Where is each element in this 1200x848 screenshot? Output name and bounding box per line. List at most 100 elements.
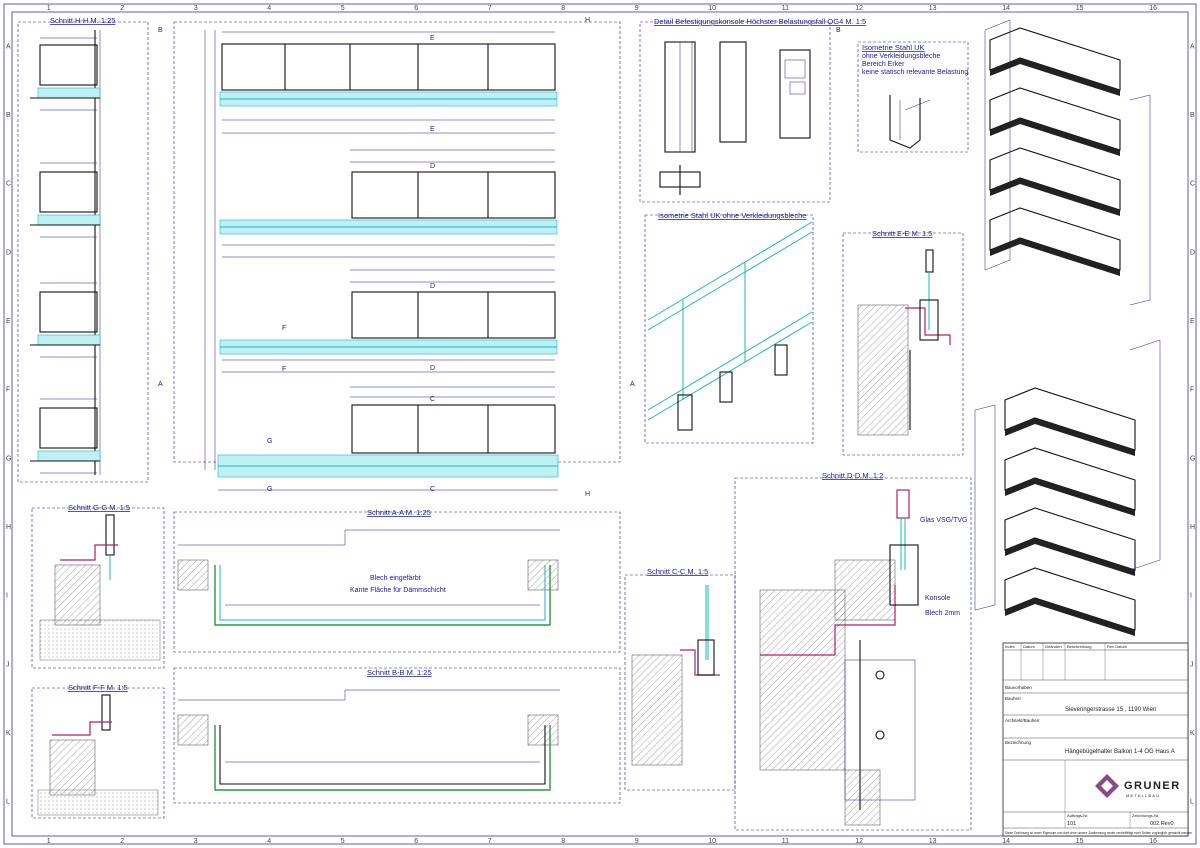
grid-col-14: 14 bbox=[1002, 838, 1010, 845]
svg-text:Schnitt C-C M. 1:5: Schnitt C-C M. 1:5 bbox=[647, 567, 708, 576]
svg-text:G: G bbox=[267, 486, 272, 493]
grid-col-7: 7 bbox=[488, 5, 492, 12]
grid-row-K: K bbox=[6, 730, 11, 737]
svg-text:Rev Datum: Rev Datum bbox=[1107, 644, 1128, 649]
iso-balcony-tier-2 bbox=[989, 87, 1121, 151]
view-schnitt-aa: Schnitt A-A M. 1:25 Blech eingefärbt Kan… bbox=[173, 508, 621, 653]
svg-text:Schnitt G-G M. 1:5: Schnitt G-G M. 1:5 bbox=[68, 503, 130, 512]
view-title-schnitt-hh: Schnitt H-H M. 1:25 bbox=[50, 16, 115, 25]
grid-row-A: A bbox=[6, 43, 11, 50]
svg-text:Auftrags-Nr.: Auftrags-Nr. bbox=[1067, 813, 1088, 818]
view-schnitt-gg: Schnitt G-G M. 1:5 bbox=[31, 503, 165, 669]
title-address: Sieveringerstrasse 15 , 1190 Wien bbox=[1065, 707, 1156, 713]
elevation-floor-4: C C G G bbox=[217, 386, 559, 493]
grid-col-6: 6 bbox=[414, 838, 418, 845]
view-isometrie-erker: Isometrie Stahl UK ohne Verkleidungsblec… bbox=[857, 41, 968, 153]
view-schnitt-hh: Schnitt H-H M. 1:25 bbox=[17, 16, 163, 483]
hh-floor-1 bbox=[30, 30, 101, 475]
svg-text:C: C bbox=[430, 486, 435, 493]
view-balcony-elevations: E E D D D F bbox=[173, 17, 621, 498]
iso-balcony-tier-7 bbox=[1004, 507, 1136, 571]
grid-row-C: C bbox=[6, 181, 11, 188]
grid-row-I: I bbox=[6, 593, 8, 600]
hh-floor-4 bbox=[30, 398, 101, 474]
grid-row-C: C bbox=[1190, 181, 1195, 188]
iso-balcony-slab-4 bbox=[990, 238, 1120, 276]
grid-col-2: 2 bbox=[120, 838, 124, 845]
view-isometric-building-bottom bbox=[974, 339, 1161, 636]
company-logo: GRUNER METALLBAU bbox=[1095, 774, 1181, 798]
grid-row-D: D bbox=[1190, 249, 1195, 256]
grid-col-3: 3 bbox=[194, 838, 198, 845]
iso-balcony-tier-5 bbox=[1004, 387, 1136, 451]
svg-text:G: G bbox=[267, 438, 272, 445]
grid-col-5: 5 bbox=[341, 838, 345, 845]
iso-balcony-slab-3 bbox=[990, 178, 1120, 216]
auftrag-nr: 101 bbox=[1067, 821, 1076, 827]
iso-balcony-slab-7 bbox=[1005, 538, 1135, 576]
svg-text:Isometrie Stahl UK ohne Verkle: Isometrie Stahl UK ohne Verkleidungsblec… bbox=[658, 211, 806, 220]
iso-balcony-slab-2 bbox=[990, 118, 1120, 156]
svg-text:ohne Verkleidungsbleche: ohne Verkleidungsbleche bbox=[862, 53, 940, 60]
grid-col-1: 1 bbox=[47, 5, 51, 12]
grid-row-E: E bbox=[6, 318, 11, 325]
iso-balcony-tier-3 bbox=[989, 147, 1121, 211]
grid-col-16: 16 bbox=[1149, 838, 1157, 845]
grid-row-L: L bbox=[1190, 799, 1194, 806]
dd-label-konsole: Konsole bbox=[925, 595, 950, 602]
grid-row-B: B bbox=[1190, 112, 1195, 119]
grid-row-H: H bbox=[6, 524, 11, 531]
svg-text:Schnitt E-E M. 1:5: Schnitt E-E M. 1:5 bbox=[872, 229, 932, 238]
grid-row-K: K bbox=[1190, 730, 1195, 737]
svg-text:Bauherr: Bauherr bbox=[1005, 696, 1022, 701]
view-schnitt-bb: Schnitt B-B M. 1:25 bbox=[173, 667, 621, 804]
marker-a-right: A bbox=[630, 381, 635, 388]
view-schnitt-cc: Schnitt C-C M. 1:5 bbox=[624, 567, 736, 791]
svg-text:Bauvorhaben: Bauvorhaben bbox=[1005, 685, 1032, 690]
marker-b-detail: B bbox=[836, 27, 841, 34]
svg-text:Schnitt B-B M. 1:25: Schnitt B-B M. 1:25 bbox=[367, 668, 432, 677]
grid-row-A: A bbox=[1190, 43, 1195, 50]
svg-text:E: E bbox=[430, 35, 435, 42]
grid-col-9: 9 bbox=[635, 5, 639, 12]
svg-text:D: D bbox=[430, 163, 435, 170]
svg-text:C: C bbox=[430, 396, 435, 403]
grid-col-12: 12 bbox=[855, 5, 863, 12]
svg-text:Beschreibung: Beschreibung bbox=[1067, 644, 1091, 649]
grid-col-8: 8 bbox=[561, 5, 565, 12]
svg-text:F: F bbox=[282, 325, 286, 332]
view-schnitt-ee: Schnitt E-E M. 1:5 bbox=[842, 229, 964, 456]
svg-text:Bezeichnung: Bezeichnung bbox=[1005, 740, 1032, 745]
grid-col-13: 13 bbox=[929, 5, 937, 12]
svg-text:Architekt/Bauherr: Architekt/Bauherr bbox=[1005, 718, 1040, 723]
grid-col-1: 1 bbox=[47, 838, 51, 845]
iso-balcony-slab-5 bbox=[1005, 418, 1135, 456]
grid-col-6: 6 bbox=[414, 5, 418, 12]
title-block: Index Datum Geändert Beschreibung Rev Da… bbox=[1002, 642, 1193, 837]
svg-text:Isometrie Stahl UK: Isometrie Stahl UK bbox=[862, 43, 925, 52]
title-description: Hängebügelhalter Balkon 1-4 OG Haus A bbox=[1065, 749, 1175, 755]
grid-row-D: D bbox=[6, 249, 11, 256]
grid-row-J: J bbox=[6, 661, 10, 668]
view-title-detail-konsole: Detail Befestigungskonsole Höchster Bela… bbox=[654, 17, 866, 26]
grid-col-8: 8 bbox=[561, 838, 565, 845]
elevation-floor-3: D D F F bbox=[219, 269, 558, 373]
grid-row-L: L bbox=[6, 799, 10, 806]
iso-balcony-tier-8 bbox=[1004, 567, 1136, 631]
grid-row-I: I bbox=[1190, 593, 1192, 600]
svg-text:F: F bbox=[282, 366, 286, 373]
svg-text:keine statisch relevante Belas: keine statisch relevante Belastung bbox=[862, 69, 968, 76]
grid-row-J: J bbox=[1190, 661, 1194, 668]
grid-col-11: 11 bbox=[782, 5, 789, 12]
company-name: GRUNER bbox=[1124, 780, 1181, 792]
grid-col-15: 15 bbox=[1076, 5, 1084, 12]
view-schnitt-ff: Schnitt F-F M. 1:5 bbox=[31, 683, 165, 819]
grid-col-12: 12 bbox=[855, 838, 863, 845]
view-schnitt-dd: Schnitt D-D M. 1:2 Glas VSG/TVG Konsole … bbox=[734, 471, 972, 831]
grid-row-B: B bbox=[6, 112, 11, 119]
